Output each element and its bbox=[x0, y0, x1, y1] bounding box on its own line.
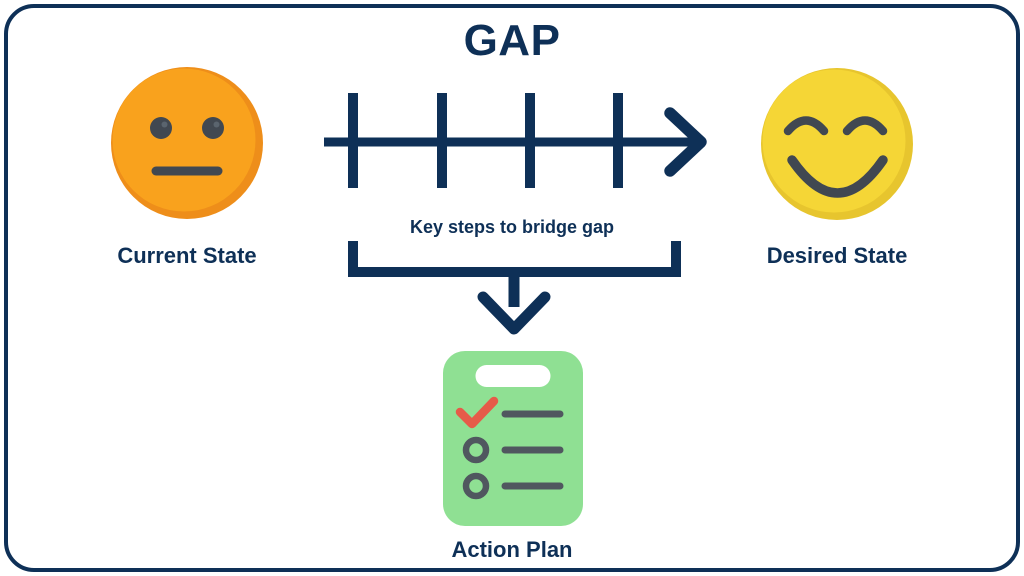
timeline-arrow-icon bbox=[324, 93, 707, 188]
list-bullet-2 bbox=[462, 472, 490, 500]
diagram-title: GAP bbox=[463, 16, 561, 65]
left-happy-eye bbox=[783, 116, 829, 136]
neutral-face-icon bbox=[111, 67, 263, 219]
action-plan-label: Action Plan bbox=[451, 537, 573, 562]
diagram-border bbox=[4, 4, 1020, 572]
timeline-caption: Key steps to bridge gap bbox=[409, 217, 615, 237]
right-eye bbox=[202, 117, 224, 139]
clipboard-clip bbox=[475, 365, 551, 387]
arrowhead-right bbox=[664, 107, 707, 177]
left-eye bbox=[150, 117, 172, 139]
desired-state-label: Desired State bbox=[766, 243, 908, 268]
checkmark-icon bbox=[455, 396, 499, 429]
bracket-down-arrow-icon bbox=[348, 241, 681, 335]
clipboard-body bbox=[443, 351, 583, 526]
smiling-face-icon bbox=[761, 68, 913, 220]
arrowhead-down bbox=[477, 291, 551, 335]
list-bullet-1 bbox=[462, 436, 490, 464]
right-happy-eye bbox=[842, 116, 888, 136]
straight-mouth bbox=[151, 166, 223, 176]
checklist-clipboard-icon bbox=[443, 351, 583, 526]
current-state-label: Current State bbox=[117, 243, 257, 268]
smile-mouth bbox=[787, 155, 888, 198]
